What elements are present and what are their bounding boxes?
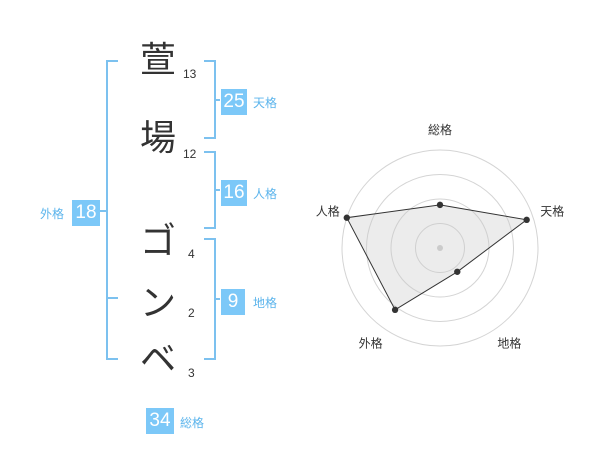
radar-axis-label-2: 天格: [540, 204, 564, 219]
name-char-2: 場: [139, 118, 176, 159]
stroke-count-1: 13: [183, 67, 197, 81]
stroke-count-2: 12: [183, 147, 197, 161]
stroke-count-5: 3: [188, 366, 195, 380]
gaikaku-bracket-tick: [100, 210, 108, 212]
name-char-3: ゴ: [139, 221, 176, 262]
gaikaku-value-badge: 18: [72, 200, 100, 226]
jinkaku-label: 人格: [253, 187, 278, 201]
radar-ring-1: [415, 223, 465, 273]
radar-center-dot: [437, 245, 443, 251]
chikaku-bracket-tick: [214, 298, 220, 300]
radar-axis-label-3: 地格: [497, 336, 521, 351]
tenkaku-label: 天格: [253, 96, 278, 110]
radar-ring-4: [341, 149, 539, 347]
radar-point-5: [343, 214, 350, 221]
radar-axis-label-1: 総格: [428, 122, 452, 137]
soukaku-value-badge: 34: [146, 408, 174, 434]
stroke-count-4: 2: [188, 306, 195, 320]
name-char-1: 萱: [139, 40, 176, 81]
tenkaku-value-badge: 25: [221, 89, 247, 115]
radar-point-2: [523, 216, 530, 224]
radar-series-polygon: [346, 204, 528, 311]
radar-axis-label-5: 人格: [316, 204, 340, 219]
gaikaku-bracket-split: [106, 297, 118, 299]
jinkaku-bracket-tick: [214, 189, 220, 191]
radar-axis-label-4: 外格: [359, 336, 383, 351]
radar-ring-3: [366, 174, 514, 322]
radar-point-4: [391, 306, 399, 314]
jinkaku-value-badge: 16: [221, 180, 247, 206]
tenkaku-bracket-tick: [214, 99, 220, 101]
radar-point-1: [436, 201, 444, 209]
radar-point-3: [454, 268, 461, 275]
chikaku-value-badge: 9: [221, 289, 245, 315]
name-char-5: ベ: [139, 339, 176, 380]
stroke-count-3: 4: [188, 247, 195, 261]
chikaku-label: 地格: [253, 296, 278, 310]
soukaku-label: 総格: [180, 416, 205, 430]
gaikaku-label: 外格: [40, 207, 65, 221]
name-char-4: ン: [139, 283, 176, 324]
